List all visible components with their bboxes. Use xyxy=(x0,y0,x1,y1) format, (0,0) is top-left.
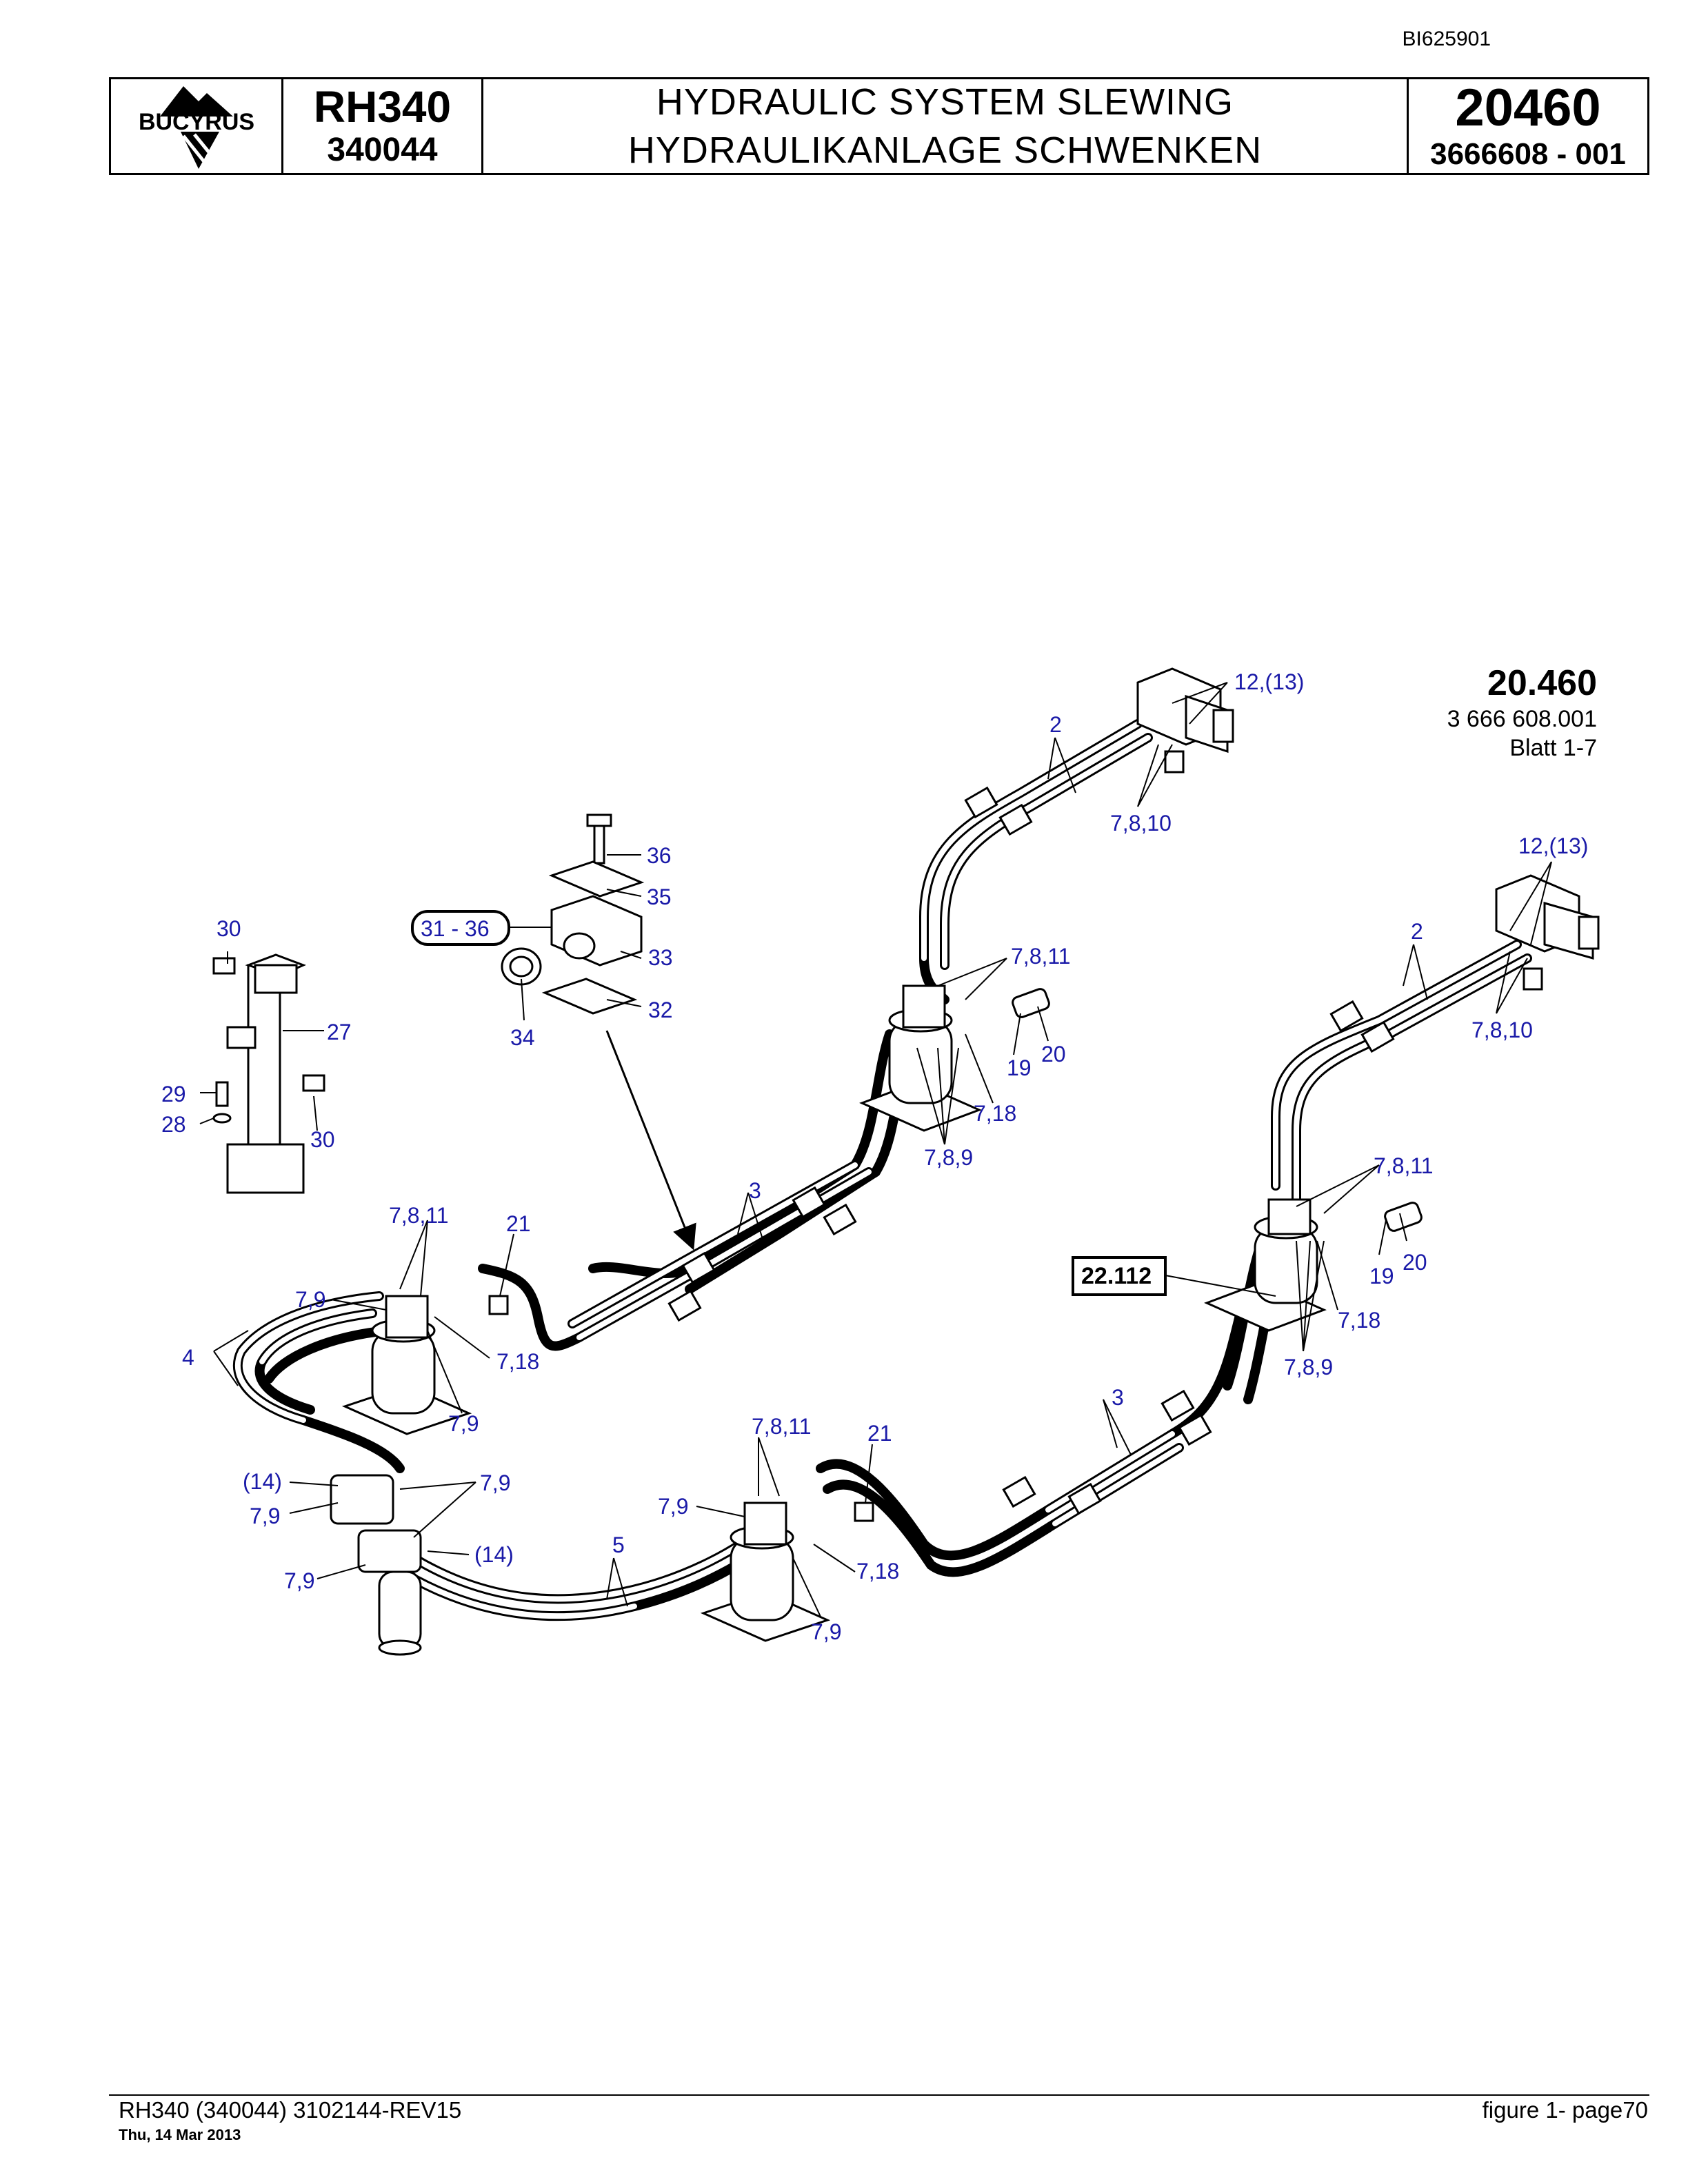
group-number: 20460 xyxy=(1455,79,1601,137)
slewing-motor-right xyxy=(1204,1198,1327,1332)
title-cell: HYDRAULIC SYSTEM SLEWING HYDRAULIKANLAGE… xyxy=(483,79,1409,173)
callout-36: 36 xyxy=(647,843,672,868)
slewing-motor-low xyxy=(700,1502,831,1642)
document-id: BI625901 xyxy=(1402,28,1491,50)
callout-35: 35 xyxy=(647,884,672,909)
callout-7-9-c: 7,9 xyxy=(284,1568,314,1593)
callout-20-mid: 20 xyxy=(1041,1042,1066,1066)
footer-document-ref: RH340 (340044) 3102144-REV15 xyxy=(119,2097,462,2123)
callout-14-b: (14) xyxy=(474,1542,514,1567)
callout-20-right: 20 xyxy=(1403,1250,1427,1275)
part-number: 3666608 - 001 xyxy=(1430,137,1626,171)
footer-date: Thu, 14 Mar 2013 xyxy=(119,2126,241,2143)
slewing-motor-left xyxy=(341,1295,472,1435)
callout-19-mid: 19 xyxy=(1007,1055,1032,1080)
sheet-group: 20.460 xyxy=(1487,663,1597,703)
callout-30-bottom: 30 xyxy=(310,1127,335,1152)
title-english: HYDRAULIC SYSTEM SLEWING xyxy=(656,81,1234,123)
callout-12-13-top: 12,(13) xyxy=(1234,669,1304,694)
support-post xyxy=(212,953,325,1194)
callout-22112-box xyxy=(1072,1256,1167,1296)
callout-28: 28 xyxy=(161,1112,186,1137)
callout-7-8-9-mid: 7,8,9 xyxy=(924,1145,973,1170)
footer-rule xyxy=(109,2094,1649,2096)
clamp-assembly xyxy=(501,813,645,1015)
fittings xyxy=(488,988,1423,1522)
callout-7-9-low-b: 7,9 xyxy=(811,1619,841,1644)
callout-7-8-11-low: 7,8,11 xyxy=(752,1414,812,1439)
callout-7-8-11-right: 7,8,11 xyxy=(1374,1153,1434,1178)
callout-5: 5 xyxy=(612,1533,625,1557)
hose-clamps xyxy=(667,786,1395,1515)
callout-31-36: 31 - 36 xyxy=(421,916,490,941)
sheet-count: Blatt 1-7 xyxy=(1509,735,1597,761)
callout-31-36-box xyxy=(411,910,510,946)
slewing-motor-mid xyxy=(859,984,982,1132)
callout-7-9-left-b: 7,9 xyxy=(448,1411,479,1436)
serial-number: 340044 xyxy=(327,132,438,168)
model-name: RH340 xyxy=(313,82,452,132)
brand-logo-cell: BUCYRUS xyxy=(111,79,283,173)
callout-labels: 12,(13) 2 7,8,10 12,(13) 2 7,8,10 36 35 … xyxy=(161,669,1588,1644)
callout-32: 32 xyxy=(648,998,673,1022)
brand-name: BUCYRUS xyxy=(138,109,254,135)
callout-7-8-9-right: 7,8,9 xyxy=(1284,1355,1333,1379)
callout-7-9-a: 7,9 xyxy=(480,1470,510,1495)
callout-7-9-low: 7,9 xyxy=(658,1494,688,1519)
title-block: BUCYRUS RH340 340044 HYDRAULIC SYSTEM SL… xyxy=(109,77,1649,175)
title-german: HYDRAULIKANLAGE SCHWENKEN xyxy=(627,130,1263,171)
valve-block-right xyxy=(1495,874,1600,991)
hose-bundle-main xyxy=(233,719,1532,1621)
callout-7-8-11-left: 7,8,11 xyxy=(389,1203,449,1228)
callout-7-9-b: 7,9 xyxy=(250,1504,280,1528)
callout-33: 33 xyxy=(648,945,673,970)
leader-lines xyxy=(199,682,1552,1617)
footer-page-ref: figure 1- page70 xyxy=(1482,2097,1648,2123)
callout-34: 34 xyxy=(510,1025,535,1050)
callout-30-top: 30 xyxy=(217,916,241,941)
callout-7-18-left: 7,18 xyxy=(496,1349,539,1374)
callout-3-mid: 3 xyxy=(749,1178,761,1203)
callout-2-top: 2 xyxy=(1049,712,1062,737)
callout-27: 27 xyxy=(327,1020,352,1044)
callout-21-left: 21 xyxy=(506,1211,531,1236)
drawing-number: 3 666 608.001 xyxy=(1447,706,1597,732)
clamp-location-arrow xyxy=(605,1030,696,1251)
bucyrus-logo: BUCYRUS xyxy=(138,86,254,169)
callout-14-a: (14) xyxy=(243,1469,282,1494)
valve-block-top xyxy=(1136,667,1234,774)
callout-21-low: 21 xyxy=(867,1421,892,1446)
sheet-reference: 20.460 3 666 608.001 Blatt 1-7 xyxy=(1447,662,1597,762)
hose-highlights xyxy=(235,721,1530,1619)
callout-19-right: 19 xyxy=(1369,1264,1394,1288)
callout-7-8-11-mid: 7,8,11 xyxy=(1011,944,1071,969)
callout-12-13-right: 12,(13) xyxy=(1518,833,1588,858)
callout-3-low: 3 xyxy=(1112,1385,1124,1410)
number-cell: 20460 3666608 - 001 xyxy=(1409,79,1647,173)
callout-7-18-right: 7,18 xyxy=(1338,1308,1380,1333)
callout-4: 4 xyxy=(182,1345,194,1370)
callout-2-right: 2 xyxy=(1411,919,1423,944)
callout-7-8-10-right: 7,8,10 xyxy=(1471,1018,1533,1042)
callout-7-18-mid: 7,18 xyxy=(974,1101,1016,1126)
callout-22112: 22.112 xyxy=(1081,1263,1152,1289)
distribution-block-left xyxy=(330,1474,422,1656)
callout-7-8-10-top: 7,8,10 xyxy=(1110,811,1172,836)
callout-29: 29 xyxy=(161,1082,186,1106)
callout-7-9-left: 7,9 xyxy=(295,1287,325,1312)
callout-7-18-low: 7,18 xyxy=(856,1559,899,1584)
model-cell: RH340 340044 xyxy=(283,79,483,173)
